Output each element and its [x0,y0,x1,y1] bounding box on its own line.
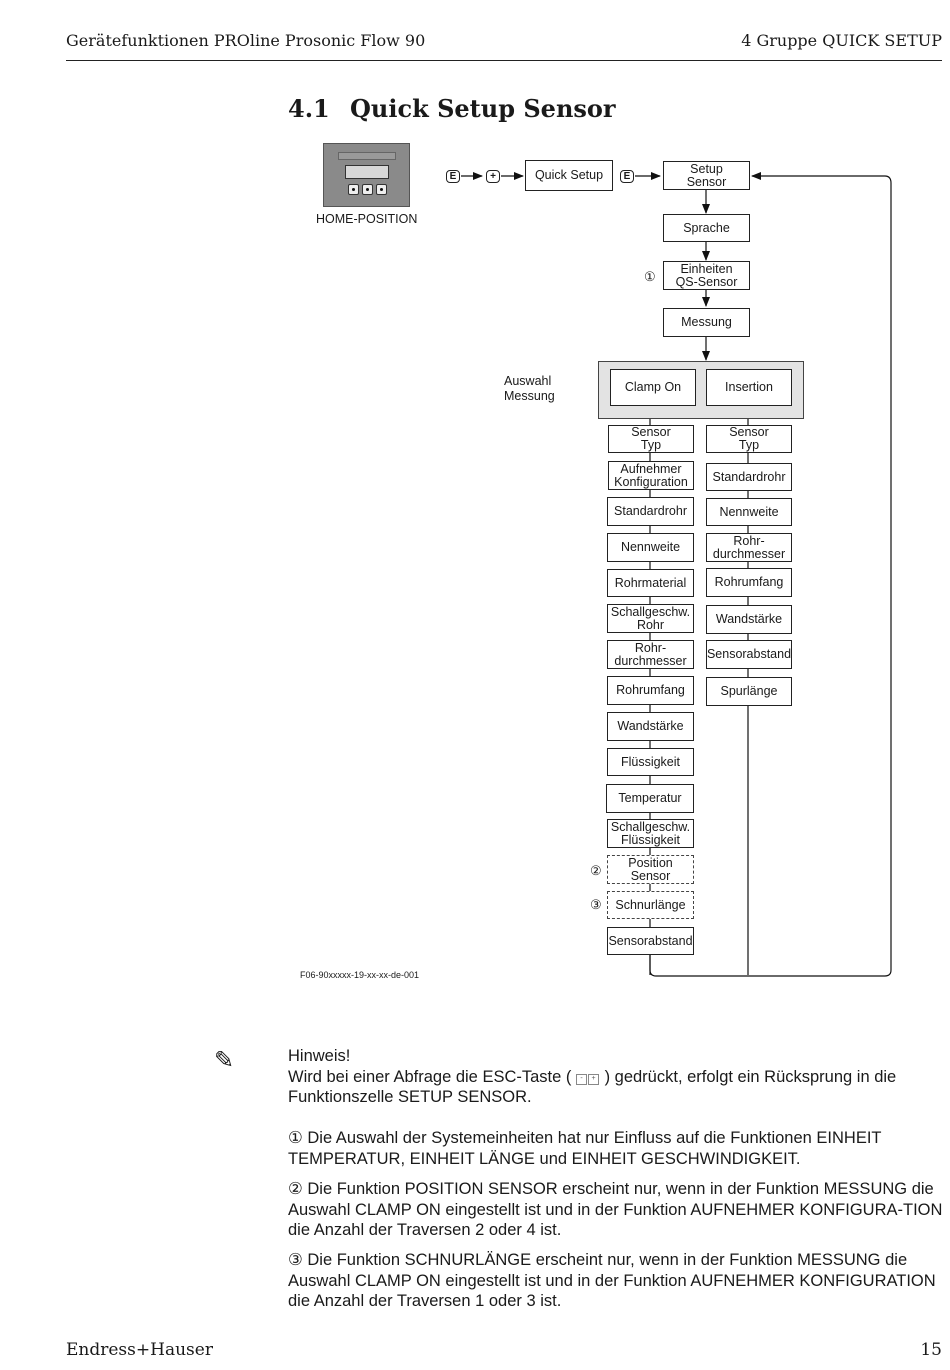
quick-setup-label: Quick Setup [534,168,604,182]
e-key-icon: E [446,170,460,183]
clamp-nennweite-box: Nennweite [607,533,694,562]
footnote-marker-2: ② [590,863,602,878]
ins-spurlaenge-box: Spurlänge [706,677,792,706]
footnote-3: ③ Die Funktion SCHNURLÄNGE erscheint nur… [288,1251,936,1310]
clamp-sensor-typ-box: Sensor Typ [608,425,694,453]
clamp-temperatur-box: Temperatur [606,784,694,813]
clamp-aufnehmer-konfiguration-box: Aufnehmer Konfiguration [608,461,694,490]
box-label: Schnurlänge [615,897,686,912]
footnote-marker-3: ③ [590,897,602,912]
box-label: Sensor Typ [631,425,671,452]
box-label: Standardrohr [614,504,687,518]
messung-box: Messung [663,308,750,337]
clamp-standardrohr-box: Standardrohr [607,497,694,526]
ins-standardrohr-box: Standardrohr [706,463,792,491]
header-left-text: Gerätefunktionen PROline Prosonic Flow 9… [66,31,426,50]
box-label: Rohrumfang [616,683,685,697]
box-label: Nennweite [719,504,779,519]
device-plus-button [362,184,373,195]
note-esc-text-before: Wird bei einer Abfrage die ESC-Taste ( [288,1067,572,1086]
box-label: Schallgeschw. Rohr [610,604,691,632]
box-label: Spurlänge [720,684,778,698]
clamp-position-sensor-box: Position Sensor [607,855,694,884]
footnote-1: ① Die Auswahl der Systemeinheiten hat nu… [288,1129,882,1168]
einheiten-box: Einheiten QS-Sensor [663,261,750,290]
box-label: Temperatur [618,791,682,805]
section-title-text: Quick Setup Sensor [350,94,616,123]
device-enter-button [376,184,387,195]
auswahl-messung-label: Auswahl Messung [504,374,555,403]
clamp-rohrumfang-box: Rohrumfang [607,676,694,705]
device-display [345,165,389,179]
ins-rohrumfang-box: Rohrumfang [706,568,792,597]
box-label: Standardrohr [712,469,786,484]
ins-sensor-typ-box: Sensor Typ [706,425,792,453]
box-label: Wandstärke [617,719,684,733]
box-label: Schallgeschw. Flüssigkeit [610,819,691,847]
clamp-schallgeschw-fluessigkeit-box: Schallgeschw. Flüssigkeit [607,819,694,848]
home-position-label: HOME-POSITION [316,212,418,226]
box-label: Aufnehmer Konfiguration [614,461,688,489]
header-right-text: 4 Gruppe QUICK SETUP [741,31,942,50]
note-esc-text-after: ) gedrückt, erfolgt ein Rücksprung in di… [288,1067,897,1107]
insertion-option: Insertion [706,369,792,406]
clamp-fluessigkeit-box: Flüssigkeit [607,748,694,776]
footnote-marker-1: ① [644,269,656,284]
note-title: Hinweis! [288,1047,351,1065]
sprache-box: Sprache [663,214,750,242]
plus-key-icon: + [486,170,500,183]
messung-label: Messung [681,315,732,329]
device-front-image [323,143,410,207]
quick-setup-box: Quick Setup [525,160,613,191]
section-title: 4.1 Quick Setup Sensor [288,94,616,123]
setup-sensor-box: Setup Sensor [663,161,750,190]
e-key-icon: E [620,170,634,183]
footer-brand: Endress+Hauser [66,1340,213,1360]
clamp-sensorabstand-box: Sensorabstand [607,927,694,955]
clamp-rohrmaterial-box: Rohrmaterial [607,569,694,597]
ins-nennweite-box: Nennweite [706,498,792,526]
setup-sensor-label: Setup Sensor [686,161,727,189]
box-label: Sensorabstand [706,647,792,661]
section-number: 4.1 [288,94,330,123]
box-label: Nennweite [620,540,681,554]
box-label: Rohrumfang [714,575,784,589]
clamp-on-label: Clamp On [624,380,682,394]
ins-rohrdurchmesser-box: Rohr- durchmesser [706,533,792,562]
box-label: Sensor Typ [729,425,769,452]
box-label: Rohrmaterial [614,575,687,590]
clamp-on-option: Clamp On [610,369,696,406]
clamp-schnurlaenge-box: Schnurlänge [607,891,694,919]
ins-wandstaerke-box: Wandstärke [706,605,792,634]
insertion-label: Insertion [725,380,773,394]
box-label: Flüssigkeit [620,754,681,769]
esc-key-icon: -+ [575,1070,600,1085]
box-label: Position Sensor [628,855,673,883]
clamp-wandstaerke-box: Wandstärke [607,712,694,741]
box-label: Rohr- durchmesser [712,533,786,561]
clamp-rohrdurchmesser-box: Rohr- durchmesser [607,640,694,669]
note-block: Hinweis! Wird bei einer Abfrage die ESC-… [288,1046,943,1108]
pencil-note-icon: ✎ [214,1047,235,1074]
return-loop [649,172,892,977]
ins-sensorabstand-box: Sensorabstand [706,640,792,669]
box-label: Rohr- durchmesser [614,640,687,668]
einheiten-label: Einheiten QS-Sensor [675,261,738,289]
figure-id: F06-90xxxxx-19-xx-xx-de-001 [300,970,420,980]
box-label: Sensorabstand [608,933,693,948]
device-minus-button [348,184,359,195]
box-label: Wandstärke [715,612,783,626]
footnote-2: ② Die Funktion POSITION SENSOR erscheint… [288,1180,943,1239]
sprache-label: Sprache [683,220,730,235]
clamp-schallgeschw-rohr-box: Schallgeschw. Rohr [607,604,694,633]
note-esc-text: Wird bei einer Abfrage die ESC-Taste ( -… [288,1067,943,1108]
device-topbar [338,152,396,160]
page-number: 15 [920,1340,942,1360]
header-rule [66,60,942,61]
